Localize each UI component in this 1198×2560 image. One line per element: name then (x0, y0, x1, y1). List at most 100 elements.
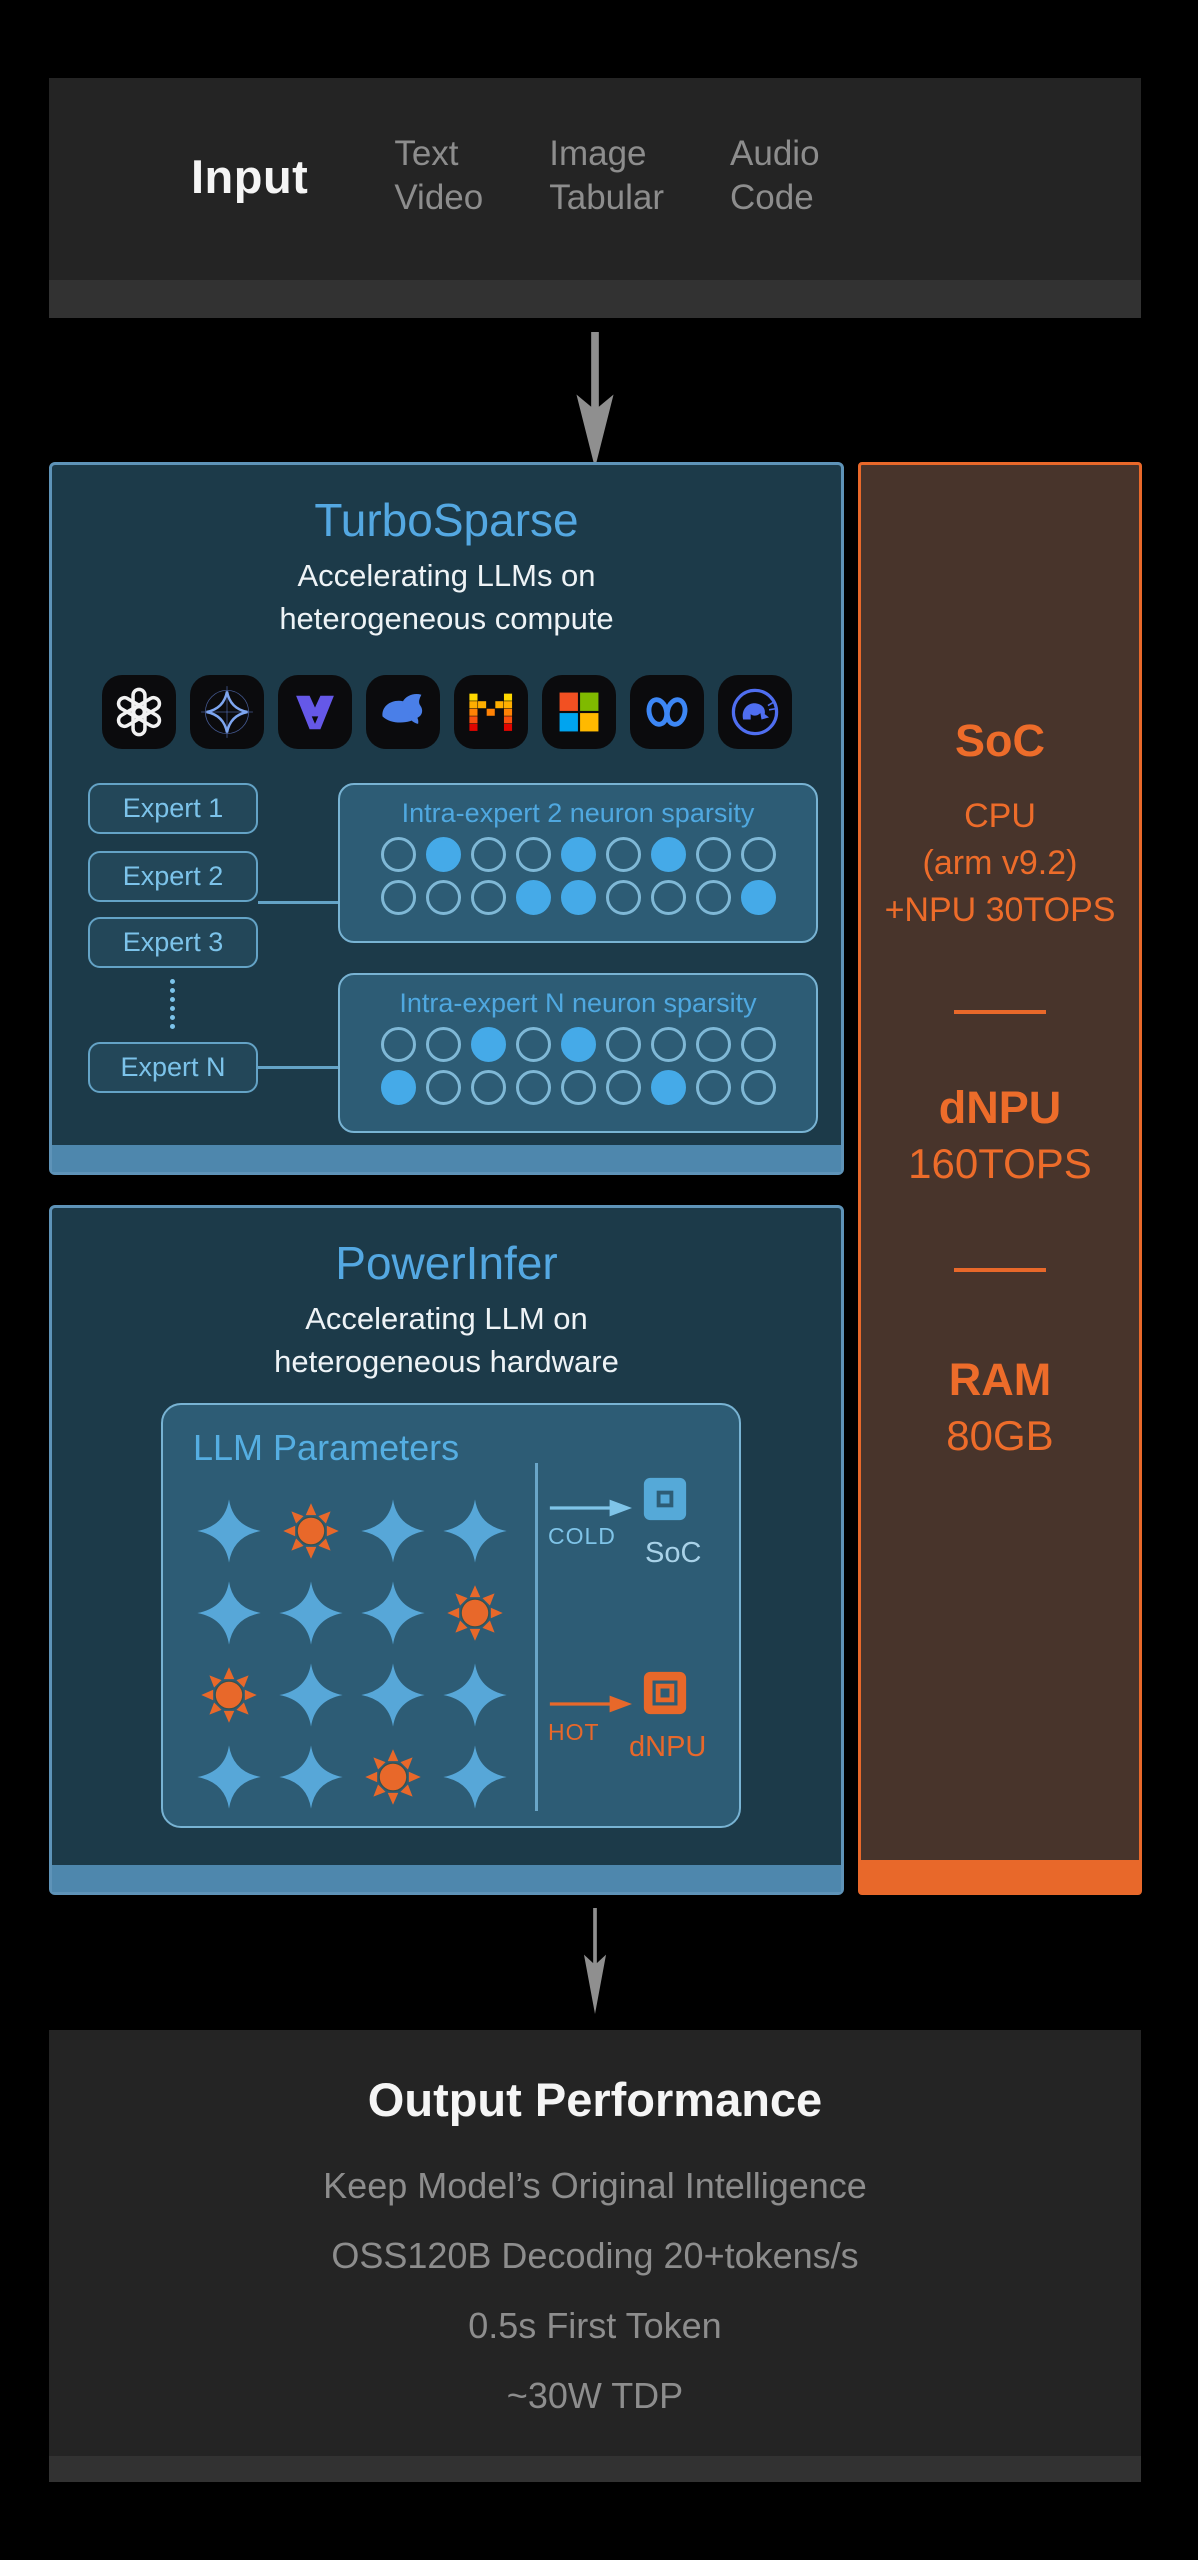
inactive-neuron-dot (515, 1070, 551, 1105)
active-neuron-dot (650, 1070, 686, 1105)
inactive-neuron-dot (695, 837, 731, 872)
expert-box-label: Expert N (120, 1052, 226, 1082)
cpu-line2: (arm v9.2) (922, 843, 1078, 882)
inactive-neuron-dot (605, 880, 641, 915)
inactive-neuron-dot (650, 1027, 686, 1062)
expert-box-3: Expert 3 (88, 917, 258, 968)
cold-neuron-star-icon (353, 1491, 433, 1571)
ram-value: 80GB (946, 1411, 1054, 1459)
active-neuron-dot (560, 837, 596, 872)
hot-neuron-sun-icon (435, 1573, 515, 1653)
inactive-neuron-dot (740, 1070, 776, 1105)
inactive-neuron-dot (560, 1070, 596, 1105)
inactive-neuron-dot (605, 1070, 641, 1105)
expert2-connector-line (258, 901, 338, 904)
cold-neuron-star-icon (435, 1737, 515, 1817)
mistral-logo (453, 675, 528, 749)
parameter-grid (189, 1491, 515, 1817)
qwen-logo-icon (295, 695, 334, 730)
inactive-neuron-dot (605, 837, 641, 872)
input-type-video: Video (394, 178, 484, 217)
inactive-neuron-dot (740, 837, 776, 872)
deepseek-logo (365, 675, 440, 749)
neuron-dot-row (340, 1027, 816, 1062)
inactive-neuron-dot (650, 880, 686, 915)
cold-neuron-star-icon (189, 1737, 269, 1817)
dnpu-chip-label: dNPU (629, 1731, 707, 1763)
cold-neuron-star-icon (353, 1655, 433, 1735)
output-title: Output Performance (367, 2073, 823, 2126)
inactive-neuron-dot (425, 1070, 461, 1105)
cold-label: COLD (548, 1523, 616, 1549)
input-type-code: Code (730, 178, 814, 217)
neuron-dot-row (340, 880, 816, 915)
hardware-spec-panel: SoC CPU (arm v9.2) +NPU 30TOPS dNPU 160T… (858, 462, 1142, 1895)
cpu-line3: +NPU 30TOPS (884, 890, 1116, 929)
soc-title: SoC (955, 715, 1045, 766)
hot-neuron-sun-icon (353, 1737, 433, 1817)
microsoft-logo-icon (559, 692, 598, 732)
turbosparse-section: TurboSparse Accelerating LLMs on heterog… (49, 462, 844, 1175)
output-footer-strip (49, 2456, 1141, 2482)
inactive-neuron-dot (380, 837, 416, 872)
input-type-text: Text (394, 134, 459, 173)
neuron-dot-row (340, 1070, 816, 1105)
turbosparse-footer-bar (52, 1145, 841, 1172)
openai-logo-icon (116, 687, 161, 737)
llm-parameters-panel: LLM Parameters COLD SoC HOT dNPU (161, 1403, 741, 1828)
expert-ellipsis-dots (170, 979, 175, 1029)
active-neuron-dot (425, 837, 461, 872)
input-footer-strip (49, 280, 1141, 318)
cold-flow-arrow-icon (548, 1497, 632, 1519)
soc-chip-icon (633, 1467, 697, 1531)
inactive-neuron-dot (380, 1027, 416, 1062)
llm-parameters-title: LLM Parameters (193, 1427, 460, 1468)
down-arrow-icon (583, 1908, 607, 2014)
deepseek-logo-icon (381, 694, 422, 724)
microsoft-logo (541, 675, 616, 749)
inactive-neuron-dot (425, 880, 461, 915)
expert-box-2: Expert 2 (88, 851, 258, 902)
output-metric-line: ~30W TDP (506, 2375, 684, 2416)
gemini-logo (189, 675, 264, 749)
powerinfer-footer-bar (52, 1865, 841, 1892)
input-type-tabular: Tabular (549, 178, 665, 217)
qwen-logo (277, 675, 352, 749)
input-type-image: Image (549, 134, 647, 173)
expertN-connector-line (258, 1066, 338, 1069)
output-performance-section: Output Performance Keep Model’s Original… (49, 2030, 1141, 2482)
inactive-neuron-dot (740, 1027, 776, 1062)
inactive-neuron-dot (470, 880, 506, 915)
powerinfer-subtitle: Accelerating LLM on heterogeneous hardwa… (52, 1298, 841, 1384)
active-neuron-dot (650, 837, 686, 872)
active-neuron-dot (560, 1027, 596, 1062)
meta-logo (629, 675, 704, 749)
neuron-dot-row (340, 837, 816, 872)
expert-box-label: Expert 1 (122, 793, 224, 823)
sparsity-panel-expert2: Intra-expert 2 neuron sparsity (338, 783, 818, 943)
cpu-line1: CPU (964, 797, 1036, 835)
inactive-neuron-dot (605, 1027, 641, 1062)
dnpu-chip-icon (633, 1661, 697, 1725)
hot-label: HOT (548, 1719, 600, 1745)
output-metric-line: Keep Model’s Original Intelligence (323, 2165, 867, 2206)
powerinfer-subtitle-line2: heterogeneous hardware (274, 1343, 619, 1379)
cold-neuron-star-icon (353, 1573, 433, 1653)
elephant-ai-logo-icon (731, 688, 778, 736)
cold-neuron-star-icon (271, 1573, 351, 1653)
powerinfer-title: PowerInfer (335, 1237, 558, 1289)
cold-neuron-star-icon (189, 1491, 269, 1571)
turbosparse-title: TurboSparse (314, 494, 579, 546)
openai-logo (101, 675, 176, 749)
input-type-audio: Audio (730, 134, 820, 173)
inactive-neuron-dot (515, 837, 551, 872)
inactive-neuron-dot (695, 1070, 731, 1105)
panel-divider-line (535, 1463, 538, 1811)
soc-chip-label: SoC (645, 1537, 702, 1569)
ram-title: RAM (948, 1353, 1052, 1405)
active-neuron-dot (560, 880, 596, 915)
